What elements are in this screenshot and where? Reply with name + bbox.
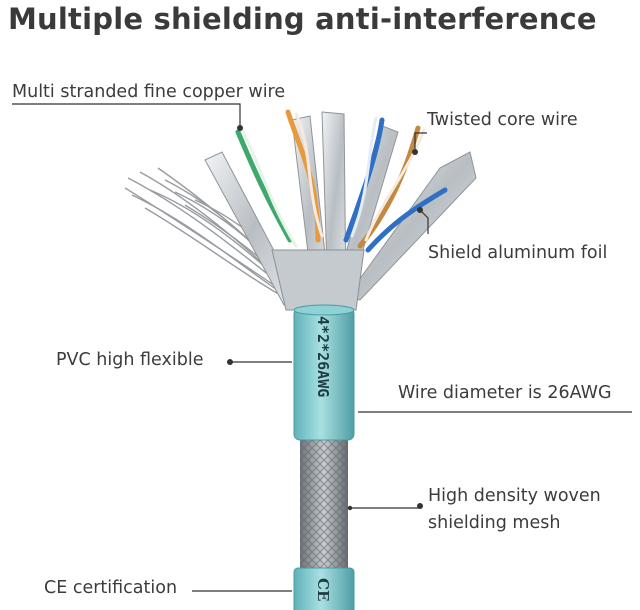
pvc-jacket-lower: [293, 567, 355, 610]
callout-dots: [227, 125, 423, 511]
mesh-pattern: [300, 438, 348, 570]
foil-bundle: [271, 249, 365, 311]
label-pvc: PVC high flexible: [56, 350, 204, 370]
label-ce: CE certification: [44, 578, 178, 598]
label-mesh-line2: shielding mesh: [428, 513, 561, 533]
label-mesh-line1: High density woven: [428, 486, 601, 506]
label-wire-diameter: Wire diameter is 26AWG: [398, 383, 612, 403]
page-title: Multiple shielding anti-interference: [8, 2, 597, 36]
twisted-pairs: [235, 109, 448, 253]
label-copper-wire: Multi stranded fine copper wire: [12, 82, 286, 102]
cable-print-ce: CE: [314, 578, 332, 601]
cable-print-spec: 4*2*26AWG: [314, 316, 332, 397]
jacket-top-rim: [293, 304, 355, 316]
label-aluminum-foil: Shield aluminum foil: [428, 243, 608, 263]
label-twisted-core: Twisted core wire: [427, 110, 578, 130]
